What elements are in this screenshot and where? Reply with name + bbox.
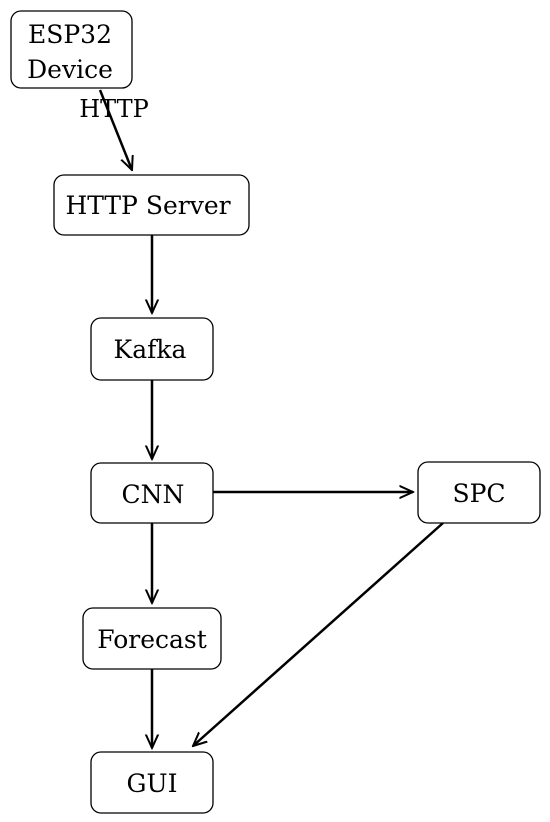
node-esp32-device-label-line2: Device: [27, 55, 113, 84]
node-spc: SPC: [417, 461, 541, 524]
edge-spc-to-gui: [193, 522, 444, 746]
node-http-server-label: HTTP Server: [65, 191, 230, 220]
edges: HTTP: [79, 89, 444, 748]
node-gui-box: [90, 751, 214, 814]
node-esp32-device: ESP32 Device: [10, 10, 133, 89]
node-gui: GUI: [90, 751, 214, 814]
node-forecast-box: [82, 607, 222, 670]
node-kafka-label: Kafka: [114, 335, 187, 364]
node-cnn-box: [90, 462, 214, 524]
node-spc-box: [417, 461, 541, 524]
node-gui-label: GUI: [127, 769, 178, 798]
edge-esp32-to-http-server: [98, 89, 132, 170]
node-http-server: HTTP Server: [53, 174, 250, 236]
edge-label-http: HTTP: [79, 95, 149, 123]
node-cnn-label: CNN: [122, 480, 185, 509]
node-forecast: Forecast: [82, 607, 222, 670]
node-kafka-box: [90, 317, 214, 381]
node-kafka: Kafka: [90, 317, 214, 381]
node-esp32-device-box: [10, 10, 133, 89]
node-cnn: CNN: [90, 462, 214, 524]
node-spc-label: SPC: [452, 479, 505, 508]
node-esp32-device-label-line1: ESP32: [28, 20, 112, 49]
node-forecast-label: Forecast: [97, 625, 207, 654]
node-http-server-box: [53, 174, 250, 236]
